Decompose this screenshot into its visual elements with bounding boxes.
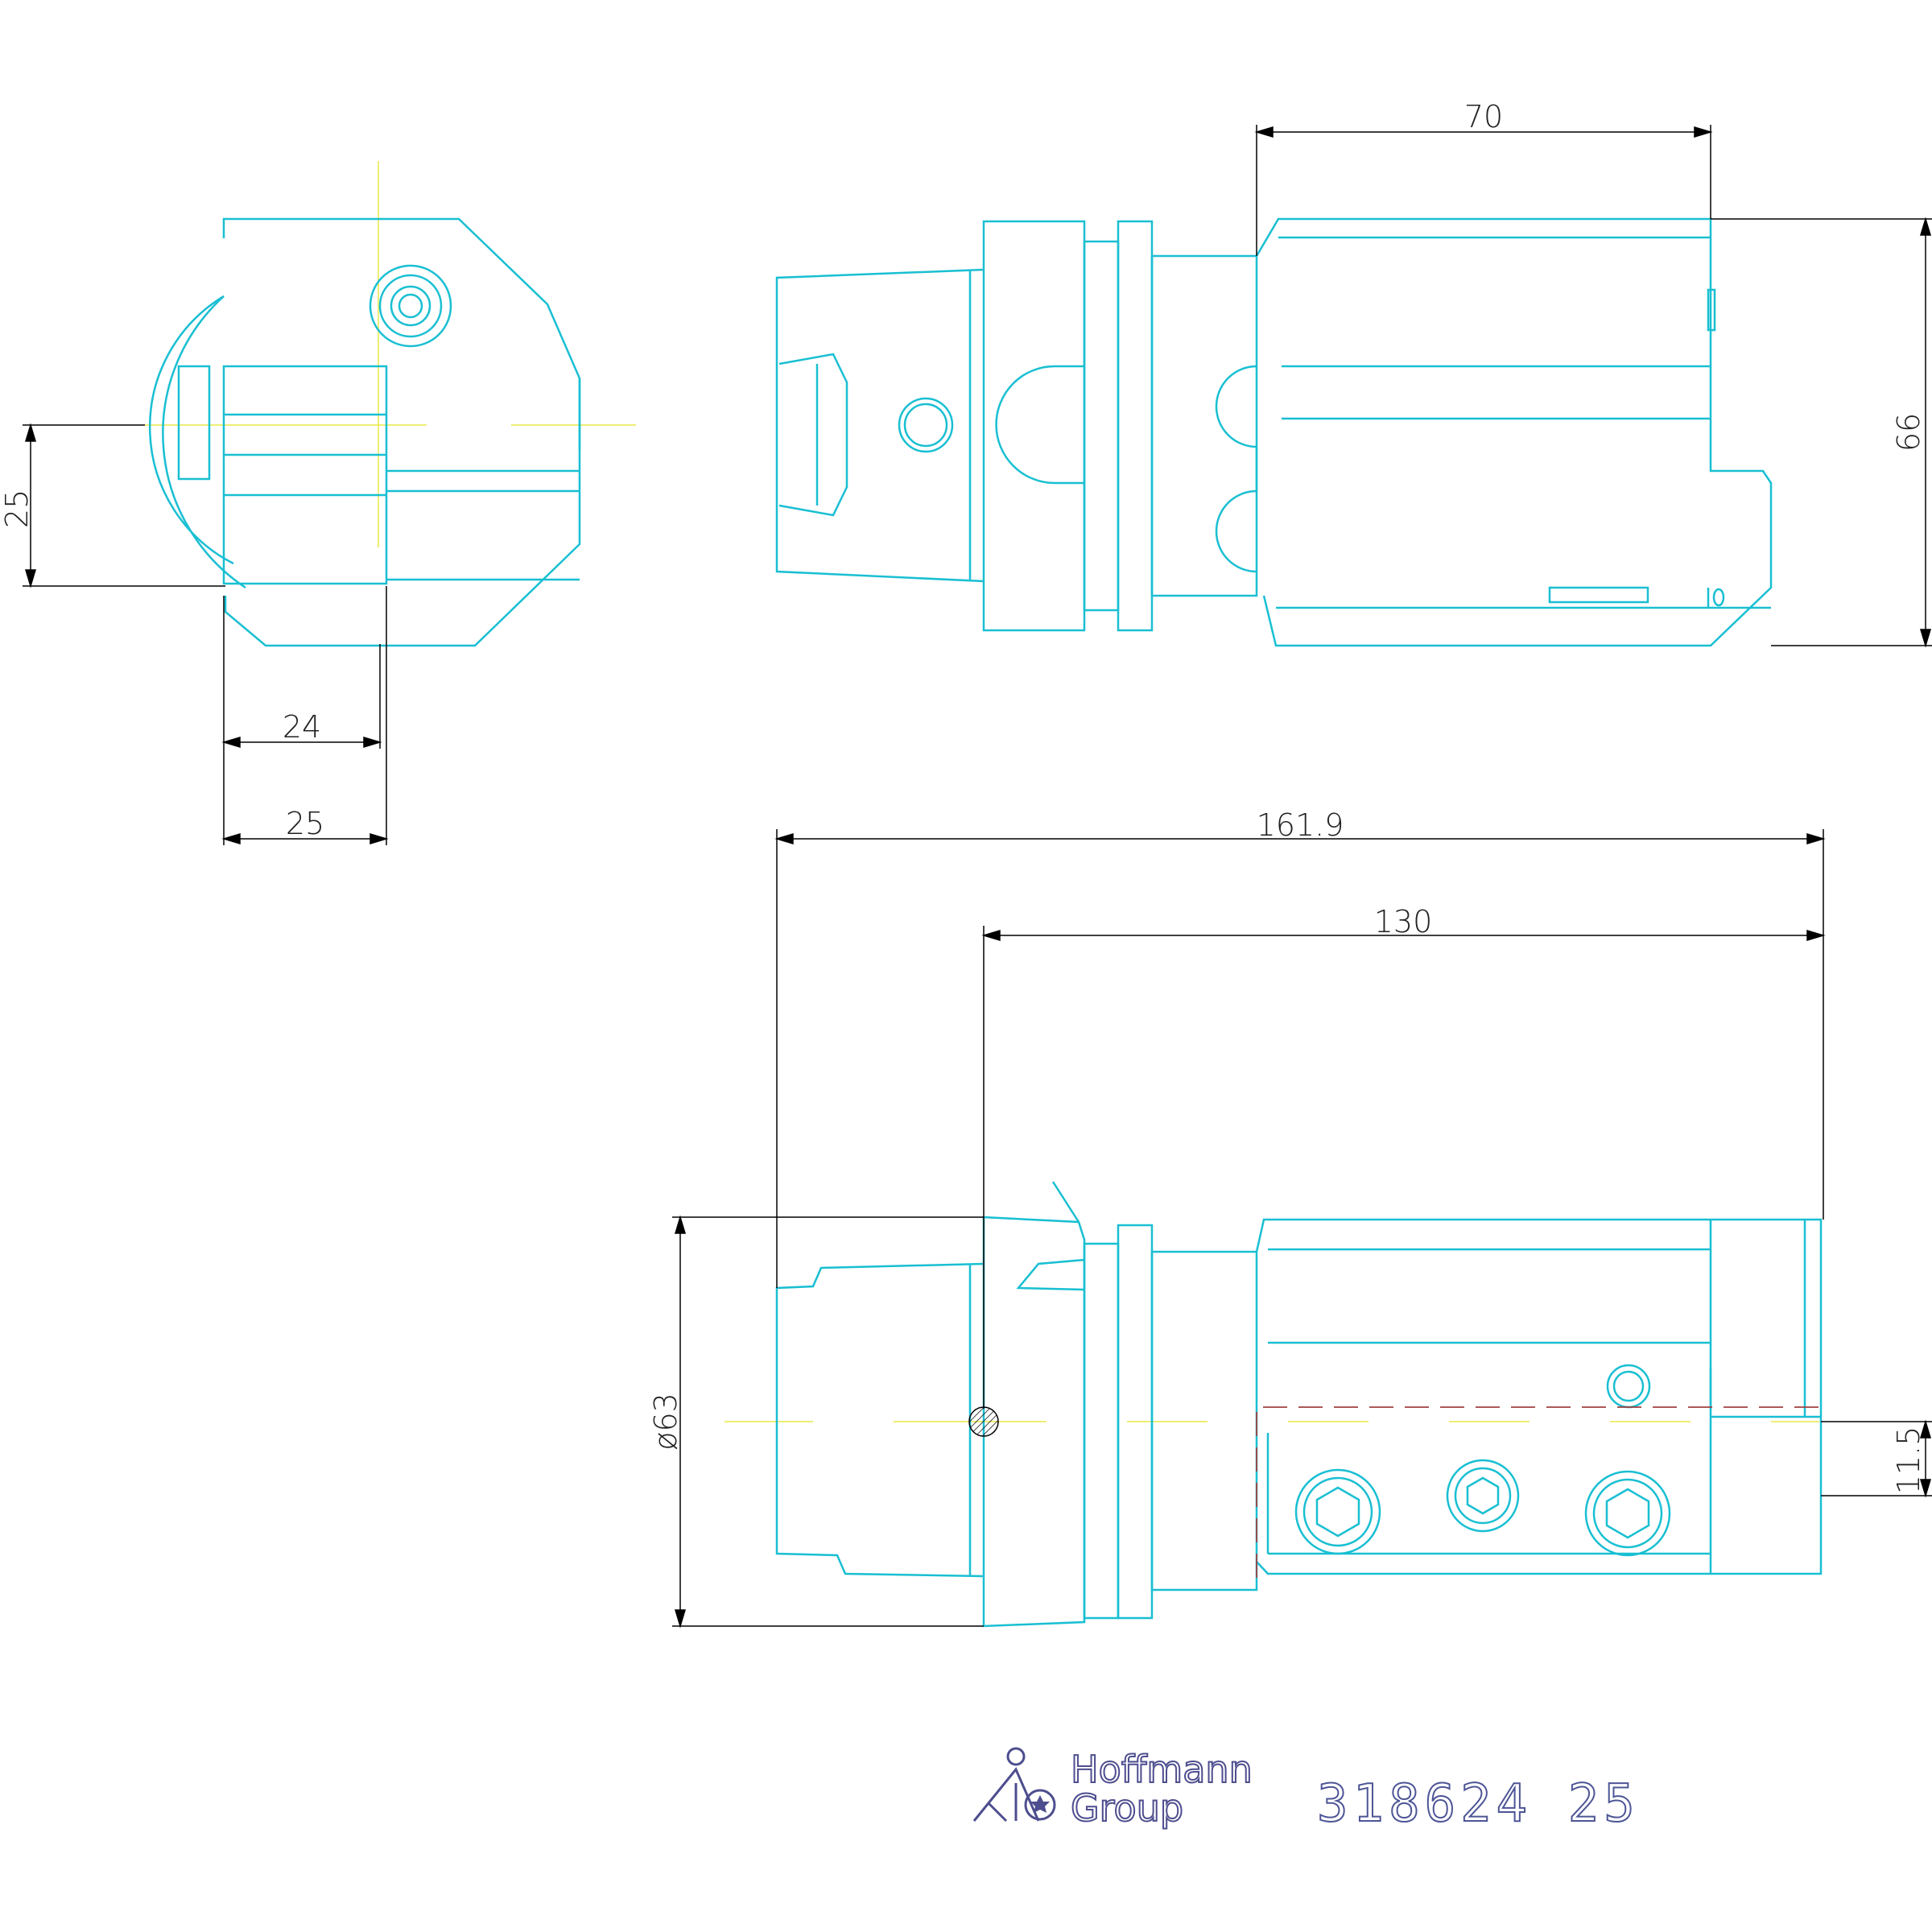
top-view-dimensions (1254, 125, 1932, 648)
side-view (724, 1181, 1823, 1628)
side-view-screw-2-icon (1446, 1459, 1520, 1533)
dim-body-length: 130 (1374, 904, 1433, 939)
side-view-screw-3-icon (1584, 1470, 1671, 1557)
side-view-screw-1-icon (1294, 1468, 1381, 1555)
side-view-body (1255, 1218, 1823, 1575)
end-view-screw-icon (369, 264, 452, 348)
end-view (145, 161, 636, 647)
end-view-body (222, 217, 581, 647)
top-view-taper (775, 268, 985, 583)
side-view-taper (775, 1262, 985, 1578)
dim-top-height: 66 (1891, 413, 1926, 452)
side-view-small-screw-icon (1606, 1364, 1651, 1409)
side-view-dimensions (672, 829, 1932, 1629)
end-view-dimensions (23, 423, 389, 845)
end-view-flange-arc (162, 295, 246, 589)
dim-left-vertical: 25 (0, 489, 35, 528)
end-view-centerlines (145, 161, 636, 547)
dim-top-length: 70 (1464, 99, 1503, 134)
part-number: 318624 25 (1317, 1774, 1640, 1834)
dim-total-length: 161.9 (1257, 807, 1344, 843)
top-view-pin-icon (898, 397, 954, 453)
logo-text-line1: Hoffmann (1071, 1748, 1253, 1791)
top-view-body (1255, 217, 1773, 647)
hoffmann-logo (972, 1747, 1056, 1823)
logo-figure-icon (972, 1747, 1056, 1823)
side-view-hidden-line (1256, 1406, 1821, 1578)
logo-text-line2: Group (1071, 1786, 1183, 1830)
dim-offset: 11.5 (1891, 1426, 1926, 1495)
top-view (775, 217, 1773, 647)
dim-left-width-outer: 25 (286, 806, 324, 841)
dim-left-width-inner: 24 (283, 709, 321, 745)
side-view-pin-section (968, 1406, 999, 1437)
dim-diameter: ø63 (648, 1393, 683, 1451)
